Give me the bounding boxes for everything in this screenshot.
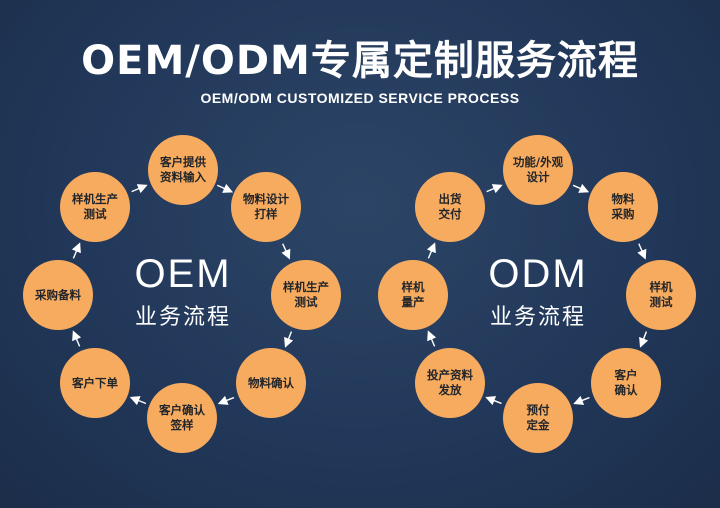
odm-arrow-6 [427,330,437,347]
odm-step-5: 预付 定金 [503,383,573,453]
oem-step-8: 样机生产 测试 [60,172,130,242]
oem-arrow-6 [72,330,82,347]
odm-center-title: ODM [488,252,588,296]
odm-step-3: 样机 测试 [626,260,696,330]
oem-arrow-4 [217,395,235,405]
oem-step-1: 客户提供 资料输入 [148,135,218,205]
odm-step-8: 出货 交付 [415,172,485,242]
oem-center-label: 业务流程 [134,305,231,330]
odm-arrow-8 [486,184,503,194]
oem-step-5: 客户确认 签样 [147,383,217,453]
odm-arrow-7 [426,242,436,259]
oem-step-3: 样机生产 测试 [271,260,341,330]
oem-arrow-8 [131,184,148,194]
oem-arrow-5 [129,396,147,406]
oem-center-title: OEM [134,252,232,296]
odm-arrow-4 [573,395,590,405]
oem-step-7: 采购备料 [23,260,93,330]
odm-center-label: 业务流程 [489,305,586,330]
oem-arrow-3 [284,331,294,348]
oem-arrow-1 [216,183,234,193]
odm-step-2: 物料 采购 [588,172,658,242]
oem-arrow-7 [71,242,81,259]
odm-arrow-3 [639,331,649,348]
odm-step-4: 客户 确认 [591,348,661,418]
odm-step-6: 投产资料 发放 [415,348,485,418]
odm-step-1: 功能/外观 设计 [503,135,573,205]
odm-arrow-1 [572,183,590,193]
oem-step-2: 物料设计 打样 [231,172,301,242]
oem-step-4: 物料确认 [236,348,306,418]
page-title: OEM/ODM专属定制服务流程 [81,38,639,84]
odm-arrow-5 [485,396,502,406]
oem-arrow-2 [281,243,291,260]
odm-step-7: 样机 量产 [378,260,448,330]
page-subtitle: OEM/ODM CUSTOMIZED SERVICE PROCESS [200,90,520,106]
odm-arrow-2 [637,243,647,260]
oem-step-6: 客户下单 [60,348,130,418]
